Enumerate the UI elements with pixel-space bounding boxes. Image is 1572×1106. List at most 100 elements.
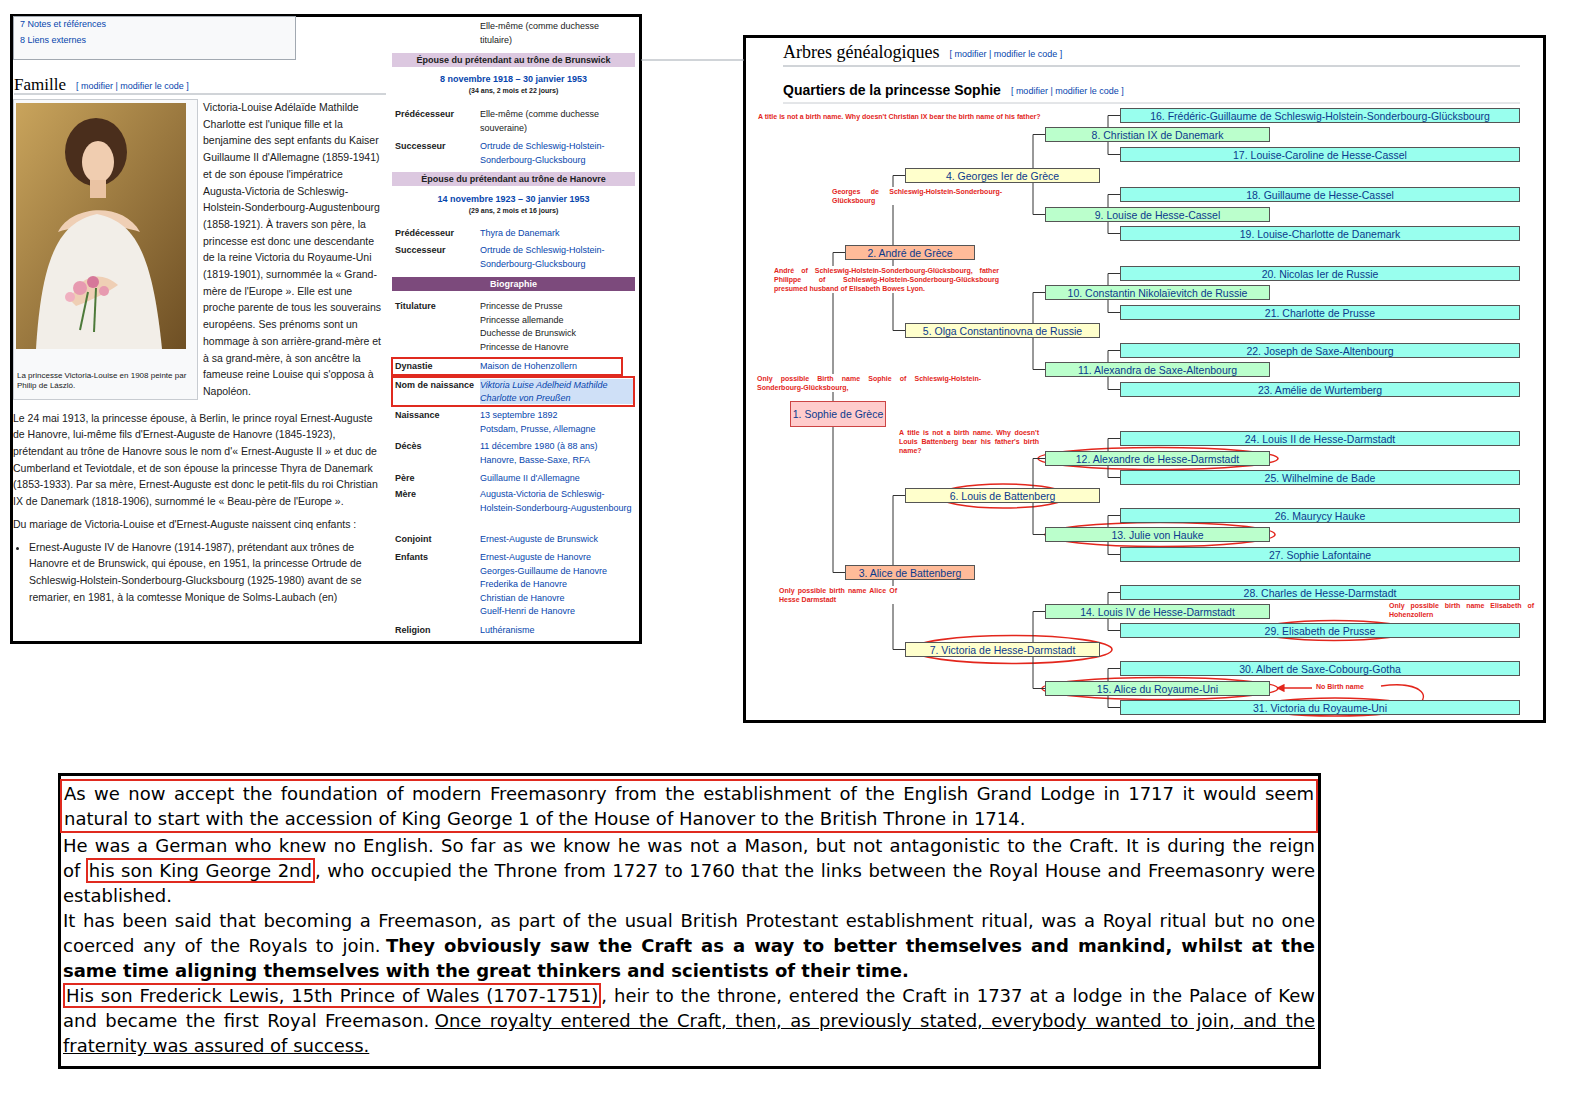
infobox-key: Dynastie	[393, 360, 480, 373]
body-paragraph: Victoria-Louise Adélaïde Mathilde Charlo…	[13, 99, 385, 400]
lineage-connector	[893, 496, 905, 566]
ancestor-name: 17. Louise-Caroline de Hesse-Cassel	[1233, 149, 1407, 161]
ancestor-name: 28. Charles de Hesse-Darmstadt	[1244, 587, 1397, 599]
ancestor-box: 15. Alice du Royaume-Uni	[1045, 681, 1270, 696]
infobox-row: 8 novembre 1918 – 30 janvier 1953	[392, 74, 635, 84]
ancestor-name: 11. Alexandra de Saxe-Altenbourg	[1078, 364, 1237, 376]
infobox-row: Épouse du prétendant au trône de Brunswi…	[392, 53, 635, 67]
annotation-note: Only possible Birth name Sophie of Schle…	[757, 374, 981, 392]
infobox-value: Guelf-Henri de Hanovre	[480, 605, 632, 619]
ancestor-name: 18. Guillaume de Hesse-Cassel	[1246, 189, 1394, 201]
ancestor-box: 6. Louis de Battenberg	[905, 488, 1100, 503]
ancestor-box: 20. Nicolas Ier de Russie	[1120, 266, 1520, 281]
infobox-value-column: Ernest-Auguste de Brunswick	[480, 533, 632, 547]
ancestor-name: 29. Elisabeth de Prusse	[1265, 625, 1376, 637]
infobox-value: Potsdam, Prusse, Allemagne	[480, 423, 632, 437]
image-thumb: La princesse Victoria-Louise en 1908 pei…	[13, 99, 197, 399]
ancestor-name: 9. Louise de Hesse-Cassel	[1095, 209, 1220, 221]
annotation-note: Only possible birth name Alice Of Hesse …	[779, 586, 897, 604]
annotation-note: A title is not a birth name. Why doesn't…	[899, 428, 1039, 455]
ancestor-name: 4. Georges Ier de Grèce	[946, 170, 1059, 182]
ancestor-name: 24. Louis II de Hesse-Darmstadt	[1245, 433, 1396, 445]
infobox-row: Épouse du prétendant au trône de Hanovre	[392, 172, 635, 186]
infobox-row: 14 novembre 1923 – 30 janvier 1953	[392, 194, 635, 204]
passage-text: As we now accept the foundation of moder…	[64, 783, 1314, 829]
ancestor-name: 5. Olga Constantinovna de Russie	[923, 325, 1082, 337]
infobox-value: Ortrude de Schleswig-Holstein-Sonderbour…	[480, 140, 632, 167]
heading-rule	[783, 66, 1520, 67]
ancestor-name: 26. Maurycy Hauke	[1275, 510, 1365, 522]
lineage-connector	[1108, 516, 1120, 528]
ancestor-name: 14. Louis IV de Hesse-Darmstadt	[1080, 606, 1235, 618]
ancestor-name: 15. Alice du Royaume-Uni	[1097, 683, 1218, 695]
infobox-value-column: 13 septembre 1892Potsdam, Prusse, Allema…	[480, 409, 632, 436]
lineage-connector	[1033, 293, 1045, 324]
lineage-connector	[1108, 669, 1120, 682]
ancestor-box: 7. Victoria de Hesse-Darmstadt	[905, 642, 1100, 657]
lineage-connector	[1033, 612, 1045, 643]
infobox-value: Thyra de Danemark	[480, 227, 632, 241]
ancestor-box: 9. Louise de Hesse-Cassel	[1045, 207, 1270, 222]
short-note: No Birth name	[1316, 683, 1364, 690]
lineage-connector	[1108, 542, 1120, 555]
infobox-key: Prédécesseur	[395, 108, 479, 122]
infobox-key: Naissance	[395, 409, 479, 423]
ancestor-box: 18. Guillaume de Hesse-Cassel	[1120, 187, 1520, 202]
paragraph: It has been said that becoming a Freemas…	[63, 908, 1315, 983]
toc-box	[14, 17, 296, 60]
ancestor-box: 27. Sophie Lafontaine	[1120, 547, 1520, 562]
bullet-list: Ernest-Auguste IV de Hanovre (1914-1987)…	[13, 539, 385, 606]
ancestor-box: 26. Maurycy Hauke	[1120, 508, 1520, 523]
ancestor-box: 10. Constantin Nikolaïevitch de Russie	[1045, 285, 1270, 300]
infobox-value-column: Ernest-Auguste de HanovreGeorges-Guillau…	[480, 551, 632, 619]
ancestor-box: 19. Louise-Charlotte de Danemark	[1120, 226, 1520, 241]
infobox-value: Duchesse de Brunswick	[480, 327, 632, 341]
infobox-value: Princesse de Prusse	[480, 300, 632, 314]
ancestor-name: 19. Louise-Charlotte de Danemark	[1240, 228, 1401, 240]
infobox-value: Frederika de Hanovre	[480, 578, 632, 592]
image-thumb-frame	[14, 100, 198, 400]
infobox-key: Enfants	[395, 551, 479, 565]
ancestor-box: 5. Olga Constantinovna de Russie	[905, 323, 1100, 338]
infobox-key: Successeur	[395, 244, 479, 258]
ancestor-box: 28. Charles de Hesse-Darmstadt	[1120, 585, 1520, 600]
image-caption: La princesse Victoria-Louise en 1908 pei…	[17, 371, 193, 391]
infobox-value: Viktoria Luise Adelheid Mathilde Charlot…	[480, 379, 633, 404]
ancestor-box: 1. Sophie de Grèce	[790, 401, 886, 427]
infobox-value: Elle-même (comme duchesse souveraine)	[480, 108, 632, 135]
ib-header: Épouse du prétendant au trône de Hanovre	[392, 172, 635, 186]
lineage-connector	[833, 427, 845, 573]
annotation-note: Georges de Schleswig-Holstein-Sonderbour…	[832, 187, 1002, 205]
infobox-value-column: Guillaume II d'Allemagne	[480, 472, 632, 486]
highlighted-passage: his son King George 2nd	[86, 858, 315, 883]
lineage-connector	[1033, 183, 1045, 215]
ancestor-box: 11. Alexandra de Saxe-Altenbourg	[1045, 362, 1270, 377]
heading-rule	[14, 94, 386, 95]
ancestor-name: 30. Albert de Saxe-Cobourg-Gotha	[1239, 663, 1401, 675]
ancestor-box: 12. Alexandre de Hesse-Darmstadt	[1045, 451, 1270, 466]
lineage-connector	[1108, 619, 1120, 631]
ancestor-name: 25. Wilhelmine de Bade	[1265, 472, 1376, 484]
infobox-value: 11 décembre 1980 (à 88 ans)	[480, 440, 632, 454]
ancestor-box: 4. Georges Ier de Grèce	[905, 168, 1100, 183]
ancestor-box: 3. Alice de Battenberg	[845, 565, 975, 580]
ib-date: 14 novembre 1923 – 30 janvier 1953	[392, 194, 635, 204]
infobox-key: Conjoint	[395, 533, 479, 547]
heading-rule	[783, 103, 1520, 104]
ancestor-box: 25. Wilhelmine de Bade	[1120, 470, 1520, 485]
infobox-value: Georges-Guillaume de Hanovre	[480, 565, 632, 579]
infobox-value-column: Augusta-Victoria de Schleswig-Holstein-S…	[480, 488, 632, 515]
panel-frame	[60, 775, 1320, 1068]
ancestor-name: 3. Alice de Battenberg	[859, 567, 962, 579]
lineage-connector	[1108, 142, 1120, 155]
portrait-painting	[16, 103, 186, 349]
panel-frame	[12, 16, 641, 643]
passage-text: his son King George 2nd	[89, 860, 312, 881]
highlighted-row: Nom de naissanceViktoria Luise Adelheid …	[391, 376, 635, 407]
infobox-row: (34 ans, 2 mois et 22 jours)	[392, 87, 635, 94]
lineage-connector	[893, 176, 905, 246]
lineage-connector	[1033, 338, 1045, 370]
edit-link: [ modifier | modifier le code ]	[1011, 86, 1124, 96]
lineage-connector	[1108, 696, 1120, 708]
